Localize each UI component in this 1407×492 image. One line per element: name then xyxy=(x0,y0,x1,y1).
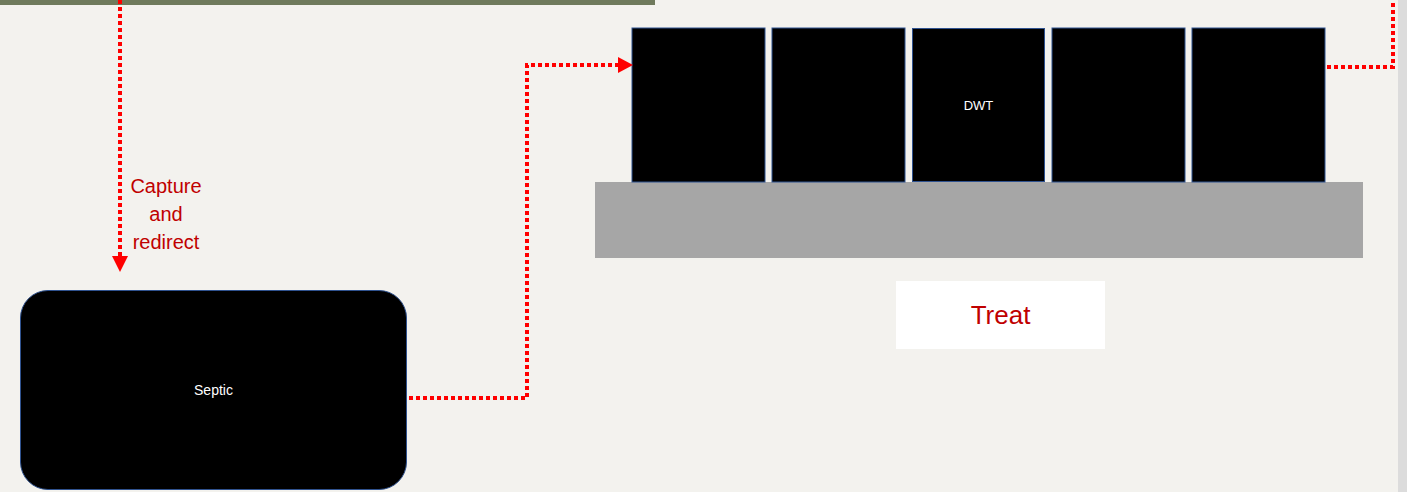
flow-label: Capture and redirect xyxy=(126,172,206,256)
septic-tank: Septic xyxy=(20,290,407,490)
capture-line xyxy=(118,0,122,258)
node-text: DWT xyxy=(964,98,994,113)
treatment-unit xyxy=(1192,28,1325,182)
arrowhead xyxy=(618,57,633,73)
node-text: Treat xyxy=(971,300,1031,331)
treatment-platform xyxy=(595,182,1363,258)
arrowhead xyxy=(112,256,128,272)
side-strip xyxy=(1398,0,1407,492)
outflow-line xyxy=(1327,0,1393,67)
process-box: DWT xyxy=(912,28,1045,182)
treatment-unit xyxy=(772,28,905,182)
photo-strip xyxy=(0,0,655,5)
flow-line xyxy=(409,65,620,398)
node-text: Septic xyxy=(194,382,233,398)
treatment-unit xyxy=(1052,28,1185,182)
treatment-unit xyxy=(632,28,765,182)
stage-label-box: Treat xyxy=(896,281,1105,349)
